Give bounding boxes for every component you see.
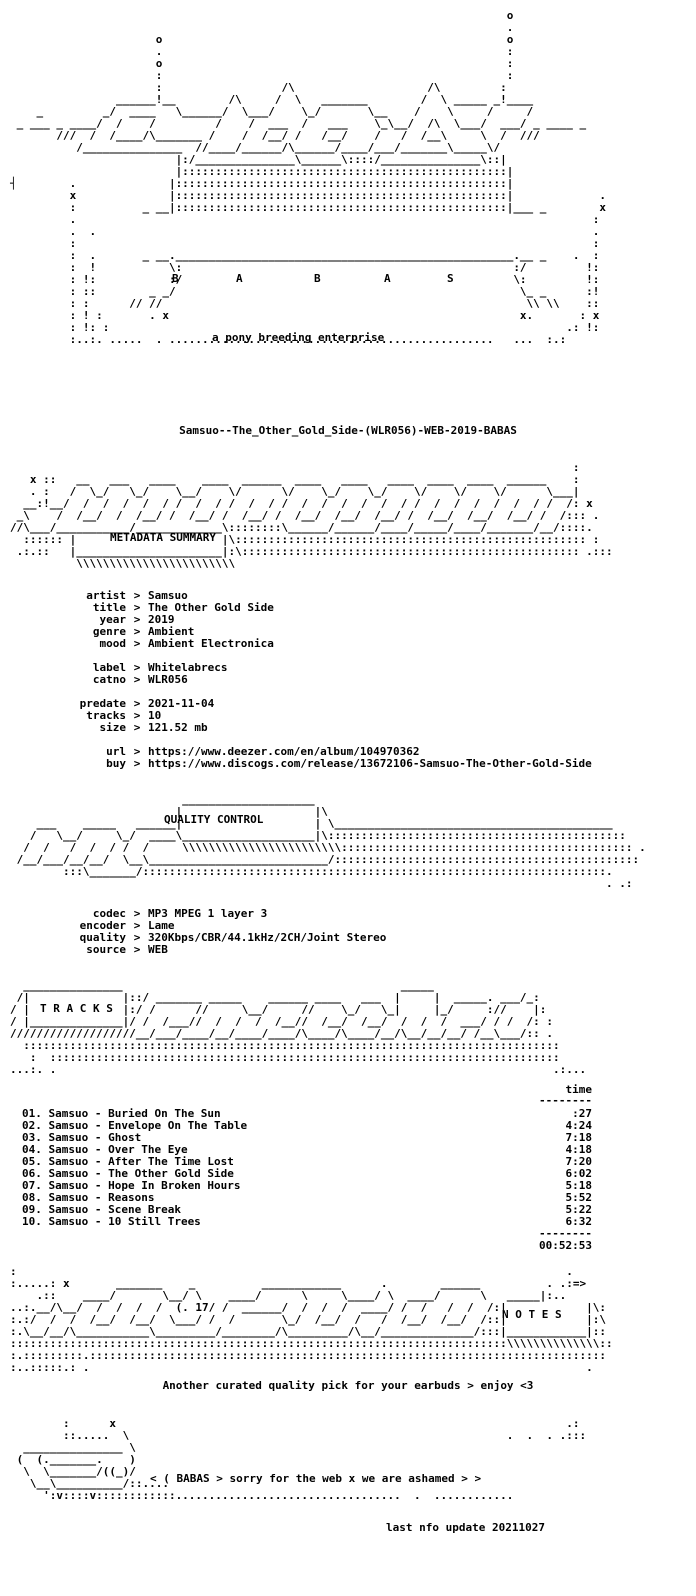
quality-row-quality: quality>320Kbps/CBR/44.1kHz/2CH/Joint St… — [79, 931, 387, 944]
banner-frame-art: ┤ . |:::::::::::::::::::::::::::::::::::… — [10, 177, 607, 346]
quality-header-art: ____________________ | |\ ___ _____ ____… — [16, 793, 646, 890]
metadata-row-year: year>2019 — [99, 613, 175, 626]
quality-row-encoder: encoder>Lame — [79, 919, 175, 932]
quality-heading: QUALITY CONTROL — [164, 813, 264, 826]
metadata-row-artist: artist>Samsuo — [86, 589, 188, 602]
banner-ascii-art: o . o o . — [16, 9, 587, 178]
metadata-row-label: label>Whitelabrecs — [92, 661, 228, 674]
footer-update: last nfo update 20211027 — [386, 1521, 545, 1534]
metadata-header-art: : x :: __ ___ ____ ____ ______ ____ ____… — [10, 461, 613, 570]
metadata-row-size: size>121.52 mb — [99, 721, 208, 734]
metadata-row-tracks: tracks>10 — [86, 709, 162, 722]
banner-letter-b2: B — [314, 272, 321, 285]
tracks-total-row: 00:52:53 — [22, 1240, 592, 1252]
metadata-row-buy[interactable]: buy>https://www.discogs.com/release/1367… — [106, 757, 592, 770]
notes-header-art: : . :.....: x _______ _ ____________ . _… — [10, 1265, 613, 1374]
metadata-row-mood: mood>Ambient Electronica — [99, 637, 274, 650]
metadata-row-genre: genre>Ambient — [92, 625, 195, 638]
tracks-total: 00:52:53 — [539, 1239, 592, 1252]
footer-art: : x .: ::..... \ . . . .::: ____________… — [16, 1417, 587, 1502]
track-row-01: 01. Samsuo - Buried On The Sun:27 — [22, 1107, 592, 1120]
metadata-heading: METADATA SUMMARY — [110, 531, 216, 544]
footer-message: < ( BABAS > sorry for the web x we are a… — [150, 1472, 482, 1485]
metadata-row-url[interactable]: url>https://www.deezer.com/en/album/1049… — [106, 745, 420, 758]
tracks-header-art: _______________ _____ /| |::/ _______ __… — [10, 979, 587, 1076]
quality-row-source: source>WEB — [86, 943, 168, 956]
tracks-time-header: time — [565, 1083, 593, 1096]
release-name: Samsuo--The_Other_Gold_Side-(WLR056)-WEB… — [179, 424, 517, 437]
tracks-rule-bottom: -------- — [539, 1227, 592, 1240]
tracks-heading: T R A C K S — [40, 1002, 113, 1015]
metadata-row-predate: predate>2021-11-04 — [79, 697, 215, 710]
quality-row-codec: codec>MP3 MPEG 1 layer 3 — [92, 907, 268, 920]
metadata-row-catno: catno>WLR056 — [92, 673, 188, 686]
notes-heading: N O T E S — [502, 1308, 562, 1321]
banner-letter-b1: B — [172, 272, 179, 285]
banner-letter-a1: A — [236, 272, 243, 285]
metadata-row-title: title>The Other Gold Side — [92, 601, 274, 614]
tracks-rule-top: -------- — [539, 1094, 592, 1107]
banner-letter-s: S — [447, 272, 454, 285]
banner-tagline: a pony breeding enterprise — [212, 331, 385, 344]
banner-letter-a2: A — [384, 272, 391, 285]
notes-text: Another curated quality pick for your ea… — [162, 1379, 534, 1392]
tracks-time-header-row: time — [22, 1083, 593, 1096]
